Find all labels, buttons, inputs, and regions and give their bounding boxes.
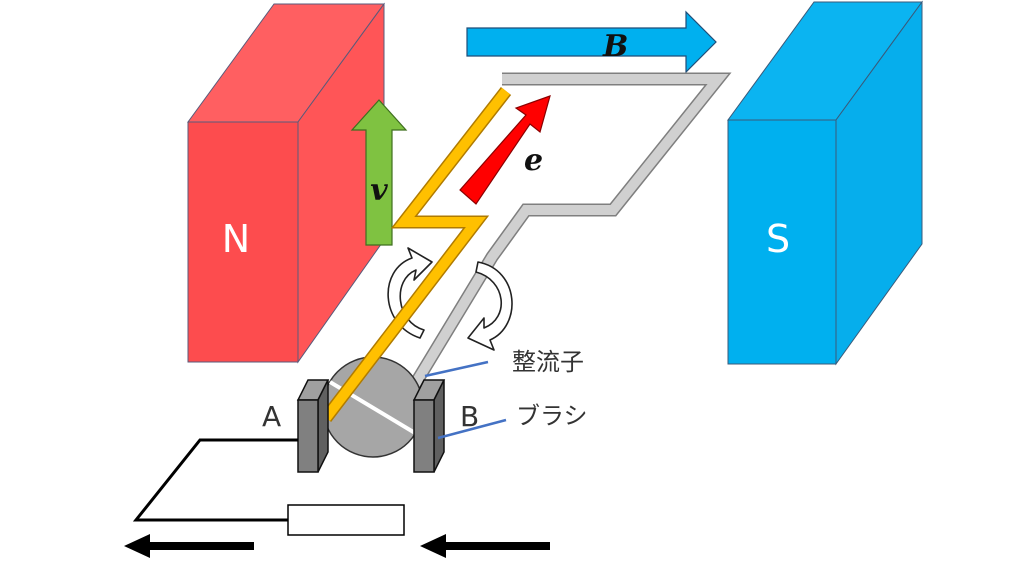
coil-gold-fill	[322, 87, 510, 422]
brush-a	[296, 379, 330, 473]
external-circuit	[132, 438, 405, 536]
emf-arrow-shape	[459, 95, 551, 205]
brush-leader-line	[437, 418, 507, 440]
coil-gold-side	[320, 87, 512, 422]
rotation-arrow-right-icon	[467, 261, 513, 351]
brush-b-label: B	[460, 400, 479, 433]
velocity-arrow-label: v	[370, 173, 388, 208]
load-resistor	[287, 504, 405, 536]
brush-a-label: A	[262, 400, 281, 433]
brush-b	[412, 379, 446, 473]
velocity-arrow-shape	[350, 99, 408, 246]
north-magnet: N	[187, 2, 385, 364]
commutator-label: 整流子	[512, 348, 584, 376]
current-arrow-right-icon	[420, 534, 550, 558]
field-arrow-shape	[466, 10, 717, 74]
current-arrow-left-icon	[124, 534, 254, 558]
brush-label: ブラシ	[516, 402, 588, 430]
emf-arrow-label: e	[524, 143, 543, 178]
field-arrow-label: B	[602, 29, 628, 64]
commutator-leader-line	[424, 360, 489, 378]
coil-gray-side	[368, 72, 732, 456]
south-pole-label: S	[766, 217, 790, 261]
brush-a-front	[297, 399, 319, 473]
north-magnet-front	[187, 121, 299, 363]
brush-b-front	[413, 399, 435, 473]
emf-arrow: e	[459, 95, 551, 205]
field-arrow: B	[466, 10, 717, 74]
circuit-wire	[132, 438, 298, 522]
velocity-arrow: v	[350, 99, 408, 246]
south-magnet-front	[727, 119, 837, 365]
south-magnet: S	[727, 0, 923, 366]
current-arrows	[124, 534, 550, 558]
coil-gray-fill	[369, 74, 729, 455]
north-pole-label: N	[222, 217, 250, 261]
